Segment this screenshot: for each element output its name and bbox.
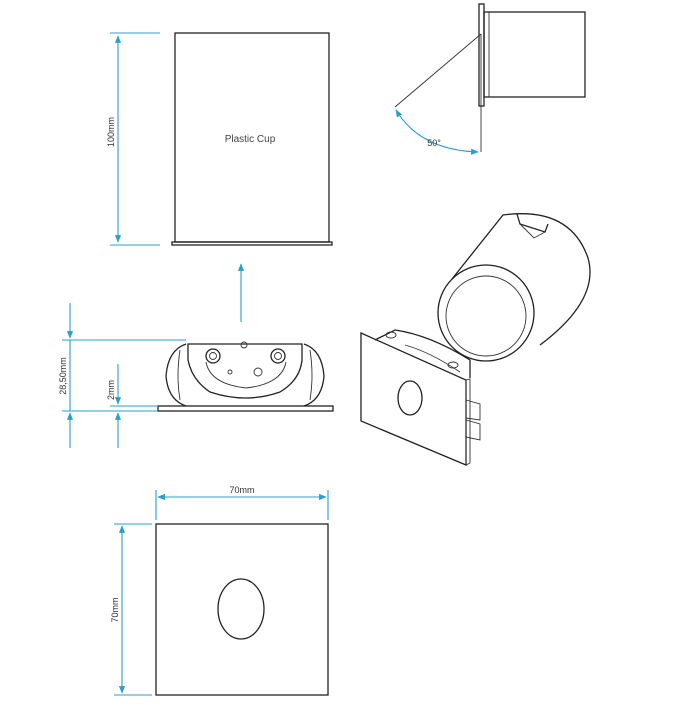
plastic-cup-label: Plastic Cup: [225, 134, 276, 145]
dimension-28-50-label: 28,50mm: [58, 357, 68, 395]
dimension-height-70: 70mm: [110, 523, 152, 696]
dimension-2-label: 2mm: [106, 380, 116, 400]
dimension-height-70-label: 70mm: [110, 597, 120, 622]
dimension-height-100: 100mm: [106, 32, 160, 246]
plastic-cup-flange: [171, 241, 333, 246]
iso-faceplate-aperture: [397, 380, 423, 416]
dimension-plate-2: 2mm: [106, 364, 158, 448]
dimension-height-28-50: 28,50mm: [58, 303, 186, 448]
plastic-cup-view: Plastic Cup: [171, 32, 333, 246]
iso-faceplate: [360, 331, 467, 466]
dimension-width-70-label: 70mm: [229, 485, 254, 495]
front-faceplate: [155, 523, 329, 696]
front-view: [155, 523, 329, 696]
side-view-plate: [478, 3, 485, 107]
fitting-faceplate: [157, 405, 334, 412]
iso-cup-rim: [437, 264, 535, 362]
front-aperture: [217, 578, 265, 640]
angle-50-label: 50°: [427, 138, 441, 148]
screw-right-icon: [270, 348, 286, 364]
side-view-body: [483, 11, 586, 98]
dimension-width-70: 70mm: [155, 485, 329, 520]
side-view-tilt: 50°: [394, 3, 586, 155]
fitting-side-view: [157, 341, 334, 412]
screw-left-icon: [205, 348, 221, 364]
dimension-100-label: 100mm: [106, 117, 116, 147]
isometric-exploded-view: [360, 213, 591, 466]
